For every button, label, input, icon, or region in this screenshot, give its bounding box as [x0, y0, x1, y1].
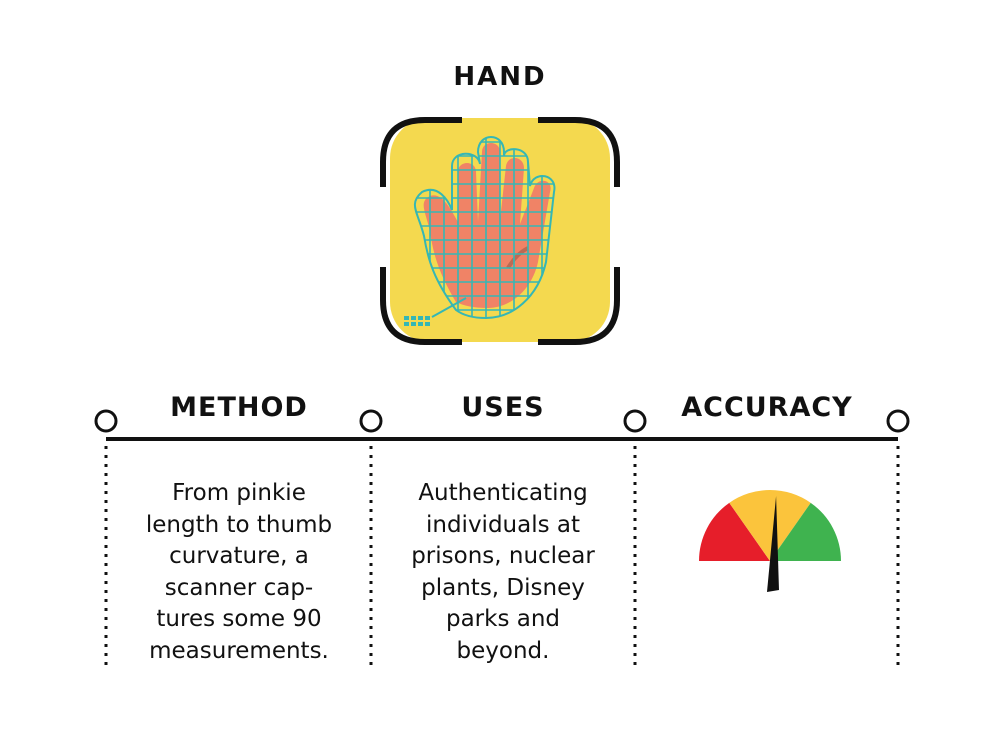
- column-marker: [886, 409, 910, 433]
- column-marker: [623, 409, 647, 433]
- column-marker: [94, 409, 118, 433]
- gauge-high-segment: [770, 502, 841, 561]
- accuracy-heading: ACCURACY: [681, 392, 853, 423]
- gauge-mid-segment: [729, 490, 811, 561]
- uses-heading: USES: [461, 392, 545, 423]
- gauge-low-segment: [699, 502, 770, 561]
- method-heading: METHOD: [170, 392, 308, 423]
- gauge-needle: [767, 496, 779, 592]
- method-text: From pinkie length to thumb curvature, a…: [145, 480, 333, 664]
- column-marker: [359, 409, 383, 433]
- hand-scan-icon: [380, 117, 620, 345]
- uses-text: Authenticating individuals at prisons, n…: [411, 480, 595, 664]
- page-title: HAND: [453, 62, 547, 92]
- accuracy-gauge: [699, 490, 841, 592]
